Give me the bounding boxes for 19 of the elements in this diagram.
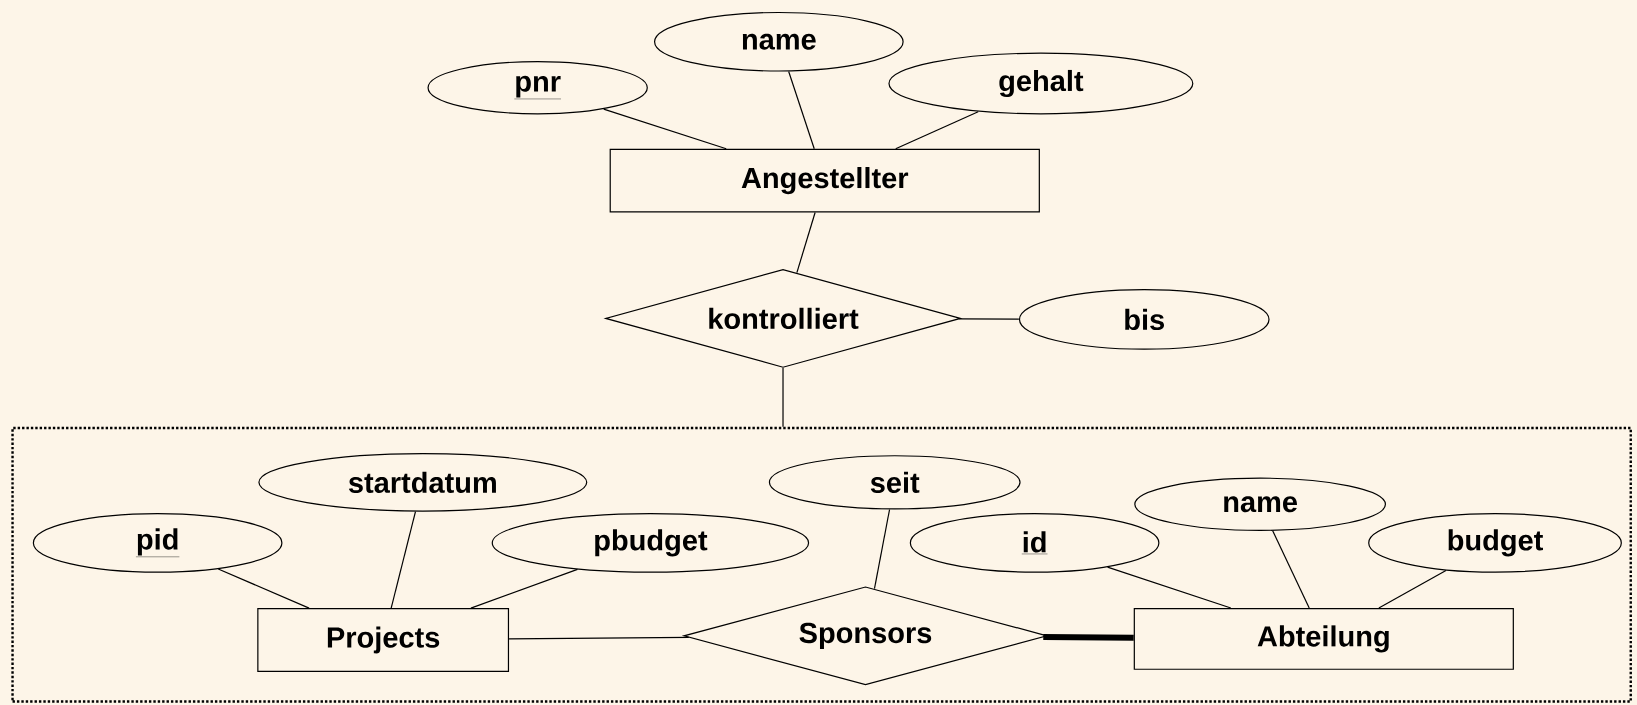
connector-line bbox=[603, 108, 727, 150]
connector-line bbox=[470, 568, 579, 609]
entity-box: Projects bbox=[257, 608, 510, 672]
connector-line bbox=[508, 636, 690, 640]
connector-line bbox=[788, 70, 815, 150]
entity-box: Angestellter bbox=[609, 148, 1040, 213]
connector-line bbox=[895, 111, 979, 150]
connector-line bbox=[873, 508, 891, 590]
connector-line bbox=[217, 568, 310, 609]
connector-line bbox=[1272, 530, 1310, 609]
connector-line bbox=[958, 318, 1020, 320]
connector-line bbox=[796, 211, 816, 274]
aggregation-box bbox=[11, 426, 1632, 703]
connector-line bbox=[1378, 569, 1447, 609]
connector-line bbox=[390, 511, 417, 609]
connector-line bbox=[1043, 634, 1134, 641]
connector-line bbox=[782, 367, 784, 428]
connector-line bbox=[1106, 566, 1232, 609]
entity-box: Abteilung bbox=[1133, 608, 1514, 670]
